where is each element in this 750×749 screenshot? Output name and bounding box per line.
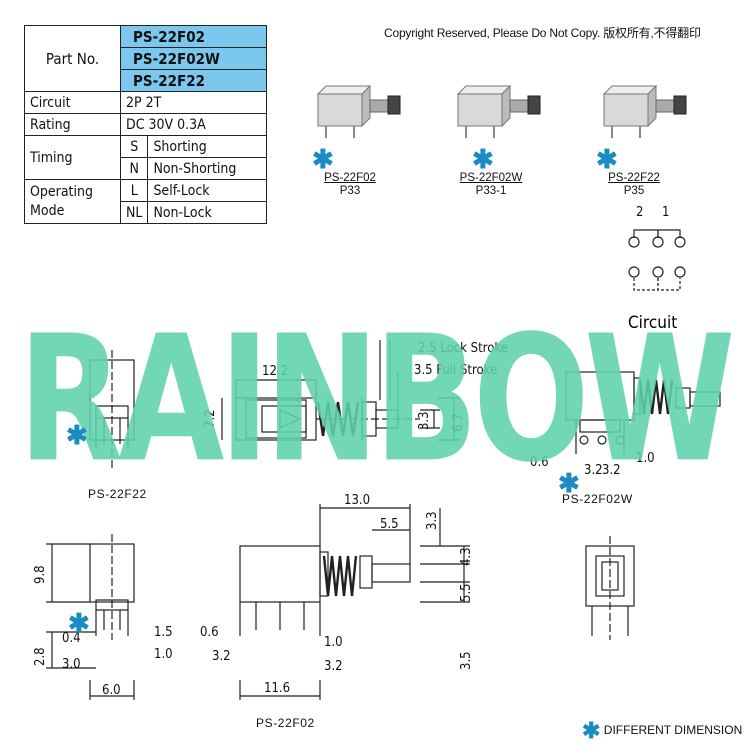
front-view [46,534,135,700]
operating-code-l: L [119,179,149,202]
lock-stroke-label: 2.5 Lock Stroke [418,341,508,356]
thumb-label-1: PS-22F02 P33 [305,172,395,198]
thumb-page-3: P35 [623,185,645,197]
dim-3-2-d: 3.2 [324,659,343,674]
timing-text-n: Non-Shorting [147,157,267,180]
thumb-model-3: PS-22F22 [608,172,660,184]
dim-3-3-b: 3.3 [425,511,440,530]
asterisk-icon: ✱ [68,608,90,638]
end-view [585,536,635,640]
dim-3-0: 3.0 [62,657,81,672]
spec-table: Part No. PS-22F02 PS-22F02W PS-22F22 Cir… [24,25,267,224]
dim-1-0-b: 1.0 [154,647,173,662]
ps22f22-view [89,350,135,470]
view-label-ps22f02w: PS-22F02W [562,492,633,506]
dim-1-0-c: 1.0 [324,635,343,650]
part-no-label: Part No. [24,25,121,92]
dim-7-2: 7.2 [203,409,218,428]
thumb-page-1: P33 [339,185,361,197]
thumb-label-3: PS-22F22 P35 [589,172,679,198]
asterisk-icon: ✱ [558,468,580,498]
dim-12-2: 12.2 [262,364,288,379]
circuit-title: Circuit [628,313,677,333]
thumbnail-ps22f02 [317,85,401,139]
operating-text-nl: Non-Lock [147,201,267,224]
rating-label: Rating [24,113,121,136]
circuit-pin-1: 1 [662,205,669,220]
asterisk-icon: ✱ [312,144,334,174]
operating-label-2: Mode [30,202,65,219]
dim-1-0-a: 1.0 [636,451,655,466]
rating-value: DC 30V 0.3A [120,113,267,136]
dim-3-3-a: 3.3 [417,411,432,430]
operating-code-nl: NL [119,201,149,224]
thumbnail-ps22f02w [457,85,541,139]
dim-0-6-b: 0.6 [200,625,219,640]
dim-3-5: 3.5 [459,651,474,670]
asterisk-icon: ✱ [66,420,88,450]
view-label-ps22f22: PS-22F22 [88,487,147,501]
asterisk-icon: ✱ [472,144,494,174]
dim-0-4: 0.4 [62,631,81,646]
dim-6-7: 6.7 [451,413,466,432]
center-view [221,340,460,441]
dim-0-6-a: 0.6 [530,455,549,470]
copyright-notice: Copyright Reserved, Please Do Not Copy. … [384,26,701,40]
dim-13-0: 13.0 [344,493,370,508]
thumbnail-ps22f22 [603,85,687,139]
thumb-model-1: PS-22F02 [324,172,376,184]
timing-label: Timing [24,135,121,180]
dim-9-8: 9.8 [33,565,48,584]
view-label-ps22f02: PS-22F02 [256,716,315,730]
asterisk-icon: ✱ [582,718,601,743]
dim-3-2-a: 3.2 [584,463,603,478]
circuit-diagram [628,229,686,291]
ps22f02-view [239,504,470,700]
dim-3-2-c: 3.2 [212,649,231,664]
dim-11-6: 11.6 [264,681,290,696]
thumb-model-2: PS-22F02W [459,172,523,184]
dim-1-5: 1.5 [154,625,173,640]
full-stroke-label: 3.5 Full Stroke [414,363,497,378]
thumb-label-2: PS-22F02W P33-1 [446,172,536,198]
legend: ✱ DIFFERENT DIMENSION [582,720,742,742]
dim-2-8: 2.8 [33,647,48,666]
dim-3-2-b: 3.2 [602,463,621,478]
thumb-page-2: P33-1 [475,185,507,197]
legend-text: DIFFERENT DIMENSION [603,723,743,738]
dim-5-5-b: 5.5 [459,583,474,602]
ps22f02w-view [565,371,721,454]
circuit-pin-2: 2 [636,205,643,220]
operating-label-1: Operating [30,183,93,200]
dim-6-0: 6.0 [102,683,121,698]
dim-5-5-a: 5.5 [380,517,399,532]
dim-4-3: 4.3 [459,547,474,566]
operating-mode-label: Operating Mode [24,179,121,224]
asterisk-icon: ✱ [596,144,618,174]
